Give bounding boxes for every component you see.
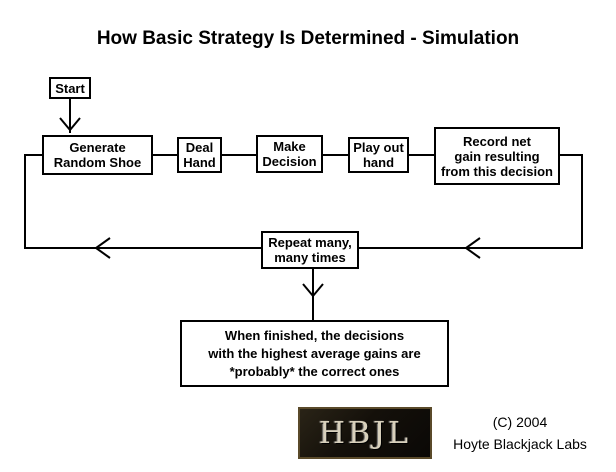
deal-hand-node: Deal Hand — [177, 137, 222, 173]
make-decision-node: Make Decision — [256, 135, 323, 173]
arrowhead-down-repeat — [302, 283, 324, 298]
arrowhead-down-start — [59, 117, 81, 132]
hbjl-logo: HBJL — [298, 407, 432, 459]
finished-result-node: When finished, the decisions with the hi… — [180, 320, 449, 387]
copyright-text: (C) 2004 — [492, 414, 548, 430]
connector-repeat-to-generate — [24, 154, 261, 249]
play-out-hand-node: Play out hand — [348, 137, 409, 173]
arrowhead-left-right-loop — [464, 237, 481, 259]
repeat-node: Repeat many, many times — [261, 231, 359, 269]
logo-text: HBJL — [318, 415, 412, 451]
record-net-gain-node: Record net gain resulting from this deci… — [434, 127, 560, 185]
start-node: Start — [49, 77, 91, 99]
organization-name: Hoyte Blackjack Labs — [453, 436, 587, 452]
generate-random-shoe-node: Generate Random Shoe — [42, 135, 153, 175]
arrowhead-left-left-loop — [94, 237, 111, 259]
diagram-title: How Basic Strategy Is Determined - Simul… — [96, 28, 520, 49]
connector-record-to-repeat — [359, 154, 583, 249]
